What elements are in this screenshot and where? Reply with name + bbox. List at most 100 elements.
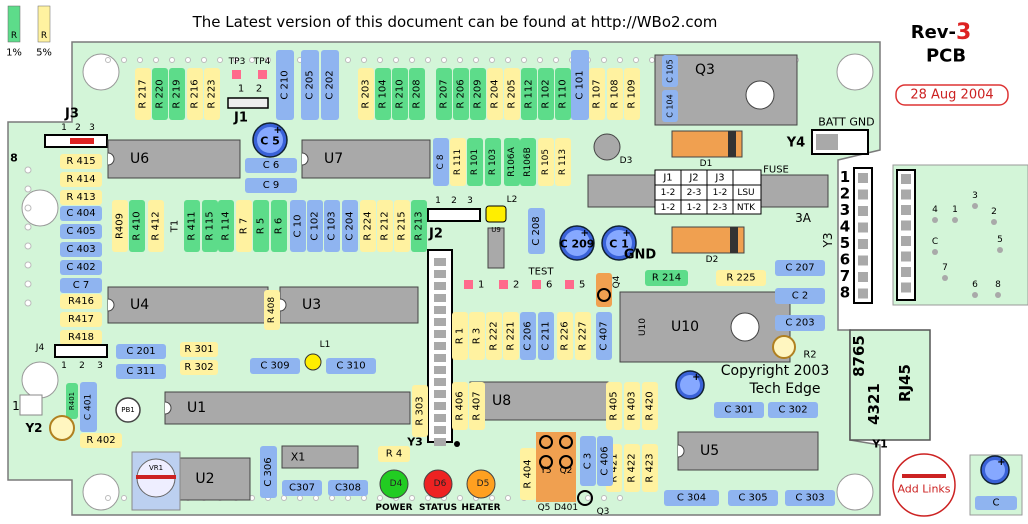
gnd2-label: GND: [849, 116, 874, 129]
j2-header: [427, 208, 481, 222]
component-body: [116, 344, 166, 359]
tolerance-legend-item: R5%: [36, 5, 52, 59]
pad: [559, 435, 573, 449]
j4-pin: 3: [97, 361, 103, 371]
resistor-r402: R 402: [80, 433, 122, 448]
capacitor-c9: C 9: [245, 178, 297, 193]
resistor-r219: R 219: [169, 68, 185, 120]
component-body: [112, 200, 128, 252]
resistor-r217: R 217: [135, 68, 151, 120]
test-point-tp4: [258, 70, 267, 79]
din-pin-label: 1: [952, 205, 958, 215]
link-table-cell: 1-2: [687, 203, 702, 213]
link-table-header: J1: [662, 173, 672, 184]
component-body: [60, 294, 102, 309]
component-label: C 6: [263, 160, 280, 171]
d3-label: Q4: [612, 275, 622, 288]
component-body: [129, 200, 145, 252]
component-label: R 223: [207, 79, 218, 108]
capacitor-c104: C 104: [662, 90, 678, 122]
header-pin: [434, 378, 446, 386]
component-label: R 415: [66, 156, 95, 167]
tp3-label: TP3: [228, 57, 246, 67]
din-header-pin: [901, 189, 911, 200]
test-point-label: 2: [513, 280, 519, 291]
component-label: C 105: [666, 59, 675, 82]
test-point-label: 5: [579, 280, 585, 291]
ic-body: [164, 391, 411, 425]
component-body: [521, 68, 537, 120]
via: [153, 57, 159, 63]
inductor-l1: [304, 353, 322, 371]
component-label: C 407: [599, 321, 610, 350]
component-label: R 226: [560, 321, 571, 350]
via: [24, 204, 32, 212]
inductor-l2: [485, 205, 507, 223]
part-c102: C 102: [307, 200, 323, 252]
ic-label: U4: [130, 297, 149, 313]
led-id: D5: [477, 479, 490, 489]
component-body: [360, 200, 376, 252]
component-label: R 203: [361, 79, 372, 108]
j1-header: [227, 97, 269, 109]
resistor-r203: R 203: [358, 68, 374, 120]
led-label: HEATER: [461, 503, 500, 513]
test-point: [532, 280, 541, 289]
component-label: C 203: [785, 318, 814, 329]
header-pin: [434, 306, 446, 314]
j4-pin: 1: [61, 361, 67, 371]
j2-pin: 1: [435, 196, 441, 206]
via: [169, 57, 175, 63]
component-body: [250, 358, 300, 374]
component-body: [375, 68, 391, 120]
link-table-cell: 1-2: [713, 188, 728, 198]
y3-pin: [858, 222, 868, 233]
led-body: [466, 469, 496, 499]
component-body: [538, 312, 554, 360]
resistor-r108: R 108: [607, 68, 623, 120]
y3-pin: [858, 255, 868, 266]
resistor-r112: R 112: [521, 68, 537, 120]
cap-top: [985, 460, 1005, 480]
link-table-cell: 1-2: [661, 188, 676, 198]
d1-label: D1: [700, 159, 713, 169]
capacitor-c202: C 202: [321, 50, 339, 120]
capacitor-c307: C307: [282, 480, 322, 496]
capacitor-c101: C 101: [571, 50, 589, 120]
part-r411: R 411: [184, 200, 200, 252]
ic-u1: U1: [164, 391, 411, 425]
header-pin: [434, 318, 446, 326]
ic-u7: U7: [301, 139, 431, 179]
din-pin: [991, 219, 997, 225]
resistor-r404: R 404: [520, 448, 536, 500]
component-label: C 104: [666, 94, 675, 117]
component-body: [597, 436, 613, 486]
r2-label: R2: [803, 350, 816, 361]
component-label: C 3: [583, 453, 594, 470]
q3-tab-hole: [745, 80, 775, 110]
component-body: [276, 50, 294, 120]
left-part-r416: R416: [60, 294, 102, 309]
component-label: R 114: [221, 211, 232, 240]
part-r106b: R106B: [520, 138, 536, 186]
ic-u8: U8: [469, 381, 609, 421]
component-body: [624, 68, 640, 120]
component-body: [436, 68, 452, 120]
y3-pin-label: 5: [840, 234, 850, 252]
pcb-label: PCB: [926, 46, 966, 67]
capacitor-c304: C 304: [664, 490, 719, 506]
din-header-pin: [901, 251, 911, 262]
ic-body: [107, 286, 269, 324]
y3-pin: [858, 189, 868, 200]
pad: [559, 455, 573, 469]
y3-pin: [858, 239, 868, 249]
legend-letter: R: [41, 31, 47, 41]
led-label: STATUS: [419, 503, 457, 513]
part-r1: R 1: [452, 312, 468, 360]
led-body: [423, 469, 453, 499]
left-part-r413: R 413: [60, 190, 102, 205]
via: [361, 495, 367, 501]
left-part-r415: R 415: [60, 154, 102, 169]
d404-lead: [577, 490, 593, 506]
cap-top: [564, 230, 590, 256]
